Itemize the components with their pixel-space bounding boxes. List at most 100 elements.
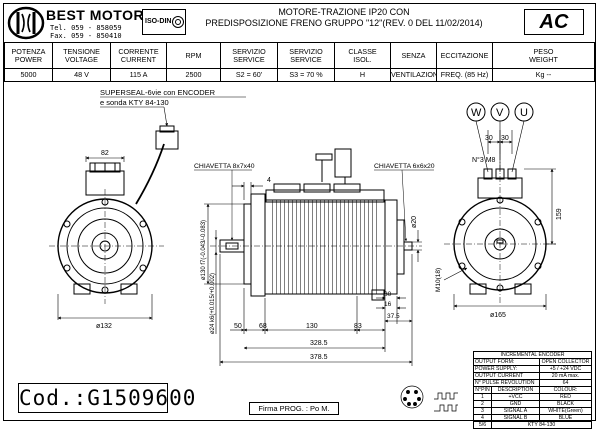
dim-159	[524, 168, 556, 245]
encoder-cell: 1	[473, 393, 492, 401]
dim-16-text: 16	[384, 301, 392, 308]
dim-4-text: 4	[267, 177, 271, 184]
encoder-cell: SIGNAL A	[491, 407, 540, 415]
encoder-cell: N° PULSE REVOLUTION	[473, 379, 540, 387]
dim-132-text: ø132	[96, 323, 112, 330]
encoder-cell: KTY 84-130	[491, 421, 592, 429]
encoder-cell: GND	[491, 400, 540, 408]
spec-value-cell: H	[334, 68, 391, 82]
dim-rear-stack	[376, 254, 413, 324]
encoder-cable	[135, 143, 165, 205]
spec-value-cell: Kg --	[492, 68, 595, 82]
encoder-cell: OUTPUT FORM:	[473, 358, 540, 366]
dim-30-text: 30	[384, 291, 392, 298]
dim-diam-20-text: ø20	[411, 216, 418, 228]
rear-terminal-box	[334, 148, 352, 178]
drawing-sheet: BEST MOTOR Tel. 059 - 858059 Fax. 059 - …	[3, 3, 596, 429]
encoder-cell: 5/6	[473, 421, 492, 429]
technical-drawing: 82 ø132 SUPERSEAL-6vie con ENCODER e son…	[49, 88, 563, 412]
encoder-pinout-symbol	[400, 385, 424, 409]
dim-terminal-spacing	[487, 130, 513, 154]
encoder-spec-row: POWER SUPPLY:+5 / +24 VDC	[473, 365, 592, 373]
spec-value-cell: S3 = 70 %	[277, 68, 335, 82]
dim-4	[232, 182, 263, 200]
encoder-signal-waveform	[434, 392, 458, 412]
dim-30-right-text: 30	[501, 135, 509, 142]
encoder-cell: INCREMENTAL ENCODER	[473, 351, 592, 359]
key-left-label: CHIAVETTA 8x7x40	[194, 163, 255, 170]
encoder-title-row: INCREMENTAL ENCODER	[473, 351, 592, 359]
side-view	[219, 148, 413, 301]
dim-82	[85, 156, 125, 162]
encoder-cell: 2	[473, 400, 492, 408]
dim-328-text: 328.5	[310, 340, 328, 347]
encoder-cell: DESCRIPTION	[491, 386, 540, 394]
encoder-cell: RED	[539, 393, 592, 401]
dim-diam-130	[204, 203, 244, 285]
dim-132	[57, 294, 153, 320]
projection-symbol-icon	[172, 16, 184, 28]
ac-badge: AC	[524, 9, 584, 35]
dim-50-text: 50	[234, 323, 242, 330]
dim-chain	[219, 254, 413, 366]
encoder-cell: POWER SUPPLY:	[473, 365, 540, 373]
terminal-thread-text: N°3 M8	[472, 156, 496, 164]
encoder-cell: 20 mA max.	[539, 372, 592, 380]
encoder-cell: 4	[473, 414, 492, 422]
dim-159-text: 159	[556, 208, 563, 220]
best-motor-logo-icon	[7, 6, 45, 40]
company-phone: Tel. 059 - 858059	[50, 24, 122, 32]
part-code: Cod.:G1509600	[18, 383, 195, 413]
left-end-view	[57, 125, 179, 295]
dim-83-text: 83	[354, 323, 362, 330]
dim-82-text: 82	[101, 150, 109, 157]
encoder-cell: OPEN COLLECTOR	[539, 358, 592, 366]
dim-378-text: 378.5	[310, 354, 328, 361]
dim-diam-20	[404, 230, 422, 262]
drawing-title-line-1: MOTORE-TRAZIONE IP20 CON	[278, 7, 410, 17]
encoder-cell: 64	[539, 379, 592, 387]
encoder-cell: 3	[473, 407, 492, 415]
encoder-cell: OUTPUT CURRENT	[473, 372, 540, 380]
dim-165	[453, 294, 547, 310]
spec-value-cell: S2 = 60'	[220, 68, 278, 82]
encoder-cell: N°PIN	[473, 386, 492, 394]
rear-endshield	[384, 199, 398, 295]
encoder-cell: BLUE	[539, 414, 592, 422]
spec-header-cell: SENZA	[390, 42, 437, 69]
connector-note-line-2: e sonda KTY 84-130	[100, 98, 169, 107]
iso-din-box: ISO-DIN	[142, 9, 186, 35]
front-flange	[243, 203, 252, 285]
connector-note-line-1: SUPERSEAL-6vie con ENCODER	[100, 88, 216, 97]
iso-din-label: ISO-DIN	[145, 18, 172, 25]
dim-37-text: 37.5	[387, 313, 400, 320]
dim-130-length-text: 130	[306, 323, 318, 330]
dim-diam-24-text: ø24 k6(+0.015/+0.002)	[210, 273, 216, 334]
dim-diam-130-text: ø130 f7(-0.043/-0.083)	[201, 220, 207, 280]
dim-30-left-text: 30	[485, 135, 493, 142]
company-fax: Fax. 059 - 850410	[50, 32, 122, 40]
brand-name: BEST MOTOR	[46, 7, 145, 23]
encoder-cell: COLOUR:	[539, 386, 592, 394]
designer-signature: Firma PROG. : Po M.	[249, 402, 339, 415]
spec-header-cell: RPM	[166, 42, 221, 69]
phase-v-label: V	[496, 107, 504, 119]
company-logo: BEST MOTOR Tel. 059 - 858059 Fax. 059 - …	[6, 6, 144, 40]
dim-165-text: ø165	[490, 312, 506, 319]
encoder-cell: SIGNAL B	[491, 414, 540, 422]
superseal-connector	[155, 130, 179, 150]
